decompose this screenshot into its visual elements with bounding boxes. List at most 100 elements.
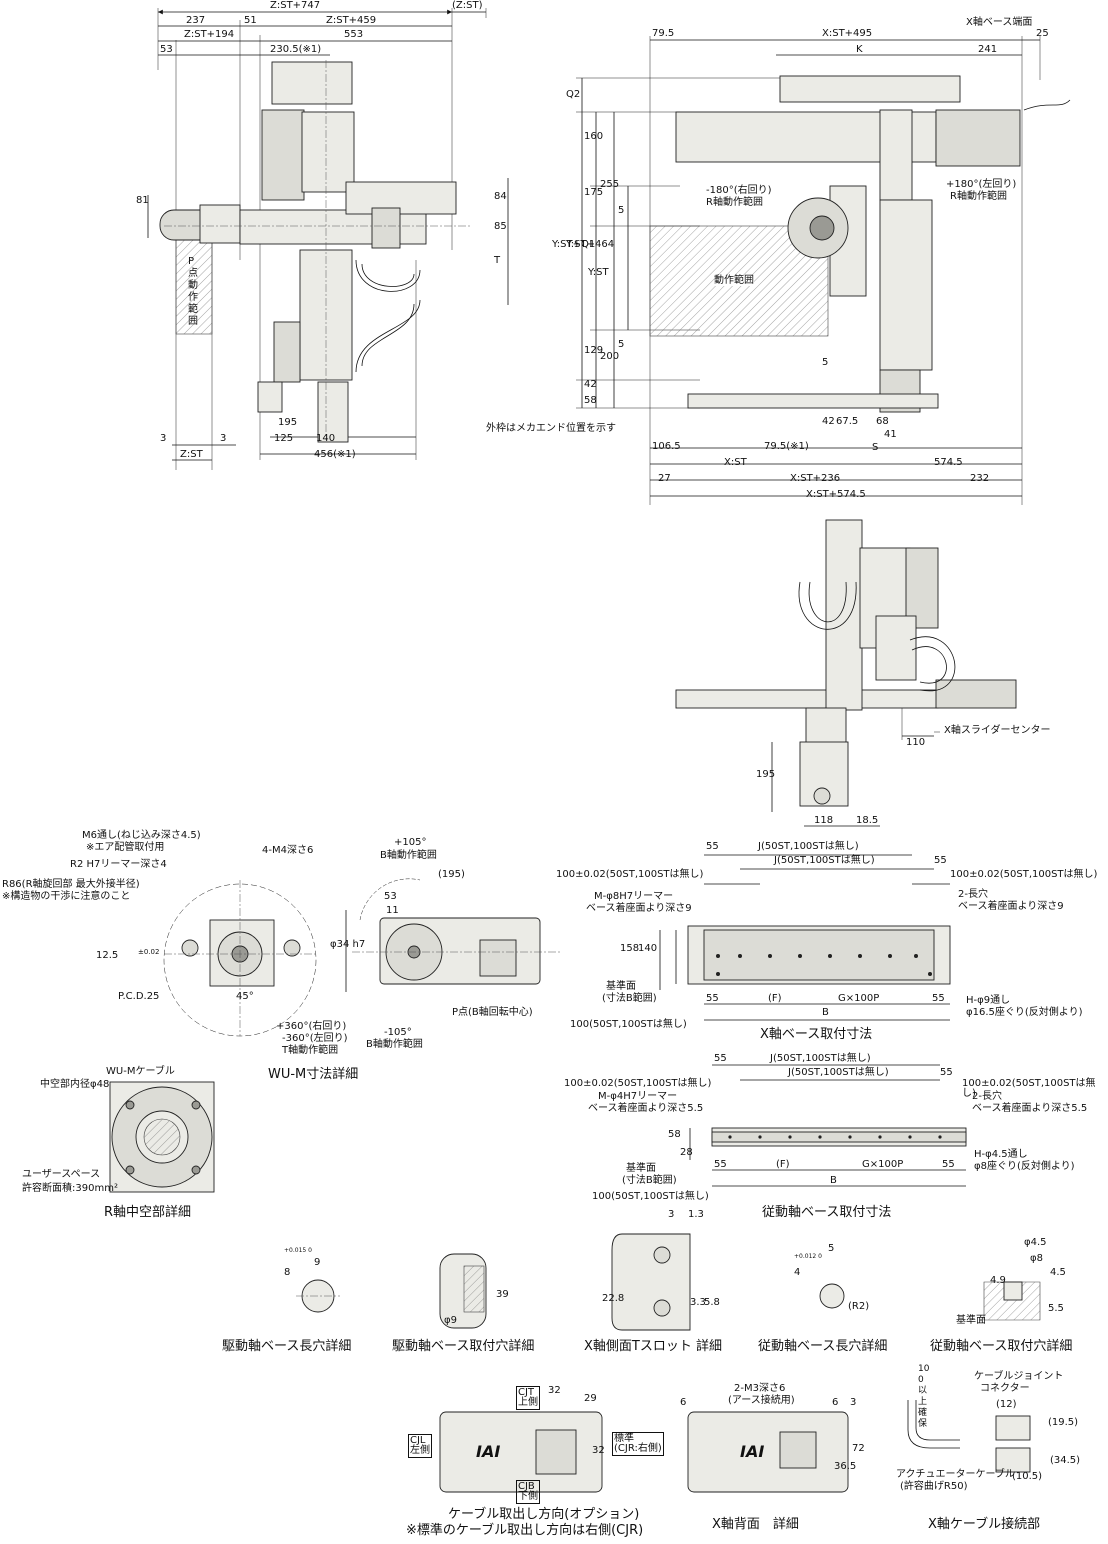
xb-g: G×100P [838,993,880,1004]
xb-55b: 55 [934,855,947,866]
dim-230: 230.5(※1) [270,44,322,55]
dim-53: 53 [160,44,173,55]
m3-label: 2-M3深さ6 [734,1383,786,1394]
label-mech-end: 外枠はメカエンド位置を示す [486,423,616,434]
fb-b: B [830,1175,837,1186]
xbase-mount [659,854,951,1021]
wum-b-range2: B軸動作範囲 [366,1039,423,1050]
d1-caption: 駆動軸ベース長穴詳細 [222,1339,352,1354]
fb-100r: 100±0.02(50ST,100STは無し) [962,1078,1096,1099]
c1-note: ※標準のケーブル取出し方向は右側(CJR) [406,1523,644,1538]
wum-m6: M6通し(ねじ込み深さ4.5) [82,830,201,841]
fb-ref: 基準面 [626,1163,656,1174]
dim-yst464: Y:ST+464 [566,239,615,250]
p-range-label: P点動作範囲 [188,256,198,327]
xb-100b: 100(50ST,100STは無し) [570,1019,687,1030]
wum-air: ※エア配管取付用 [86,842,165,853]
hollow-cable: WU-Mケーブル [106,1066,175,1077]
dim-51: 51 [244,15,257,26]
dim-41: 41 [884,429,897,440]
dim-232: 232 [970,473,990,484]
dim-200: 200 [600,351,620,362]
d5-45: φ4.5 [1024,1237,1047,1248]
fb-slot: 2-長穴 [972,1091,1002,1102]
fb-ref2: (寸法B範囲) [622,1175,677,1186]
dim-574: 574.5 [934,457,963,468]
wum-b-plus: +105° [394,837,427,848]
dim-237: 237 [186,15,206,26]
xb-55a: 55 [706,841,719,852]
d4-4: 4 [794,1267,801,1278]
xb-ref2: (寸法B範囲) [602,993,657,1004]
d4-tol: +0.012 0 [794,1253,822,1260]
d5-49: 4.9 [990,1275,1006,1286]
dim-t: T [494,255,501,266]
top-left-view [147,8,509,470]
label-motion: 動作範囲 [714,275,754,286]
b-3: 3 [850,1397,857,1408]
wum-t3: T軸動作範囲 [282,1045,339,1056]
fb-100b: 100(50ST,100STは無し) [592,1191,709,1202]
fb-28: 28 [680,1147,693,1158]
d3-228: 22.8 [602,1293,625,1304]
dim-175: 175 [584,187,604,198]
wum-45: 45° [236,991,254,1002]
dim-81: 81 [136,195,149,206]
dim-xst574: X:ST+574.5 [806,489,866,500]
wum-t2: -360°(左回り) [282,1033,348,1044]
xb-b: B [822,1007,829,1018]
fb-slot2: ベース着座面より深さ5.5 [972,1103,1088,1114]
dim-5a: 5 [618,205,625,216]
cjl-sub: 左側 [410,1445,430,1456]
xb-55c: 55 [706,993,719,1004]
wum-tol: ±0.02 [138,948,160,956]
label-r-cw-range: R軸動作範囲 [706,197,763,208]
std-label: 標準 [614,1433,634,1444]
fb-100l: 100±0.02(50ST,100STは無し) [564,1078,712,1089]
fb-58: 58 [668,1129,681,1140]
dim-5c: 5 [822,357,829,368]
hollow-caption: R軸中空部詳細 [104,1205,192,1220]
d4-r2: (R2) [848,1301,870,1312]
wum-r86: R86(R軸旋回部 最大外接半径) [2,879,140,890]
wum-caption: WU-M寸法詳細 [268,1067,359,1082]
b-345: (34.5) [1050,1455,1081,1466]
wum-34: φ34 h7 [330,939,366,950]
dim-ystq1: Y:ST+Q1 [552,239,596,250]
hollow-space1: ユーザースペース [22,1169,101,1180]
dim-q2: Q2 [566,89,581,100]
d5-55: 5.5 [1048,1303,1064,1314]
dim-yst: Y:ST [588,267,609,278]
wum-195: (195) [438,869,465,880]
d5-8: φ8 [1030,1253,1043,1264]
dim-456: 456(※1) [314,449,356,460]
b-29: 29 [584,1393,597,1404]
d1-9: 9 [314,1257,321,1268]
dim-118: 118 [814,815,834,826]
cjb-label: CJB [518,1481,535,1492]
wum-m4: 4-M4深さ6 [262,845,314,856]
dim-k: K [856,44,863,55]
dim-241: 241 [978,44,998,55]
dim-3a: 3 [160,433,167,444]
dim-106-5: 106.5 [652,441,681,452]
dim-s: S [872,442,879,453]
d3-58: 5.8 [704,1297,720,1308]
wum-pcd: P.C.D.25 [118,991,160,1002]
dim-42: 42 [822,416,835,427]
d2-39: 39 [496,1289,509,1300]
dim-xst: X:ST [724,457,747,468]
d100-label: 100以上確保 [918,1364,930,1429]
dim-110: 110 [906,737,926,748]
dim-160: 160 [584,131,604,142]
wum-b-range: B軸動作範囲 [380,850,437,861]
wum-53: 53 [384,891,397,902]
dim-140: 140 [316,433,336,444]
b-365: 36.5 [834,1461,857,1472]
dim-58: 58 [584,395,597,406]
dim-xst495: X:ST+495 [822,28,873,39]
dim-xst236: X:ST+236 [790,473,841,484]
dim-5b: 5 [618,339,625,350]
b-32a: 32 [548,1385,561,1396]
